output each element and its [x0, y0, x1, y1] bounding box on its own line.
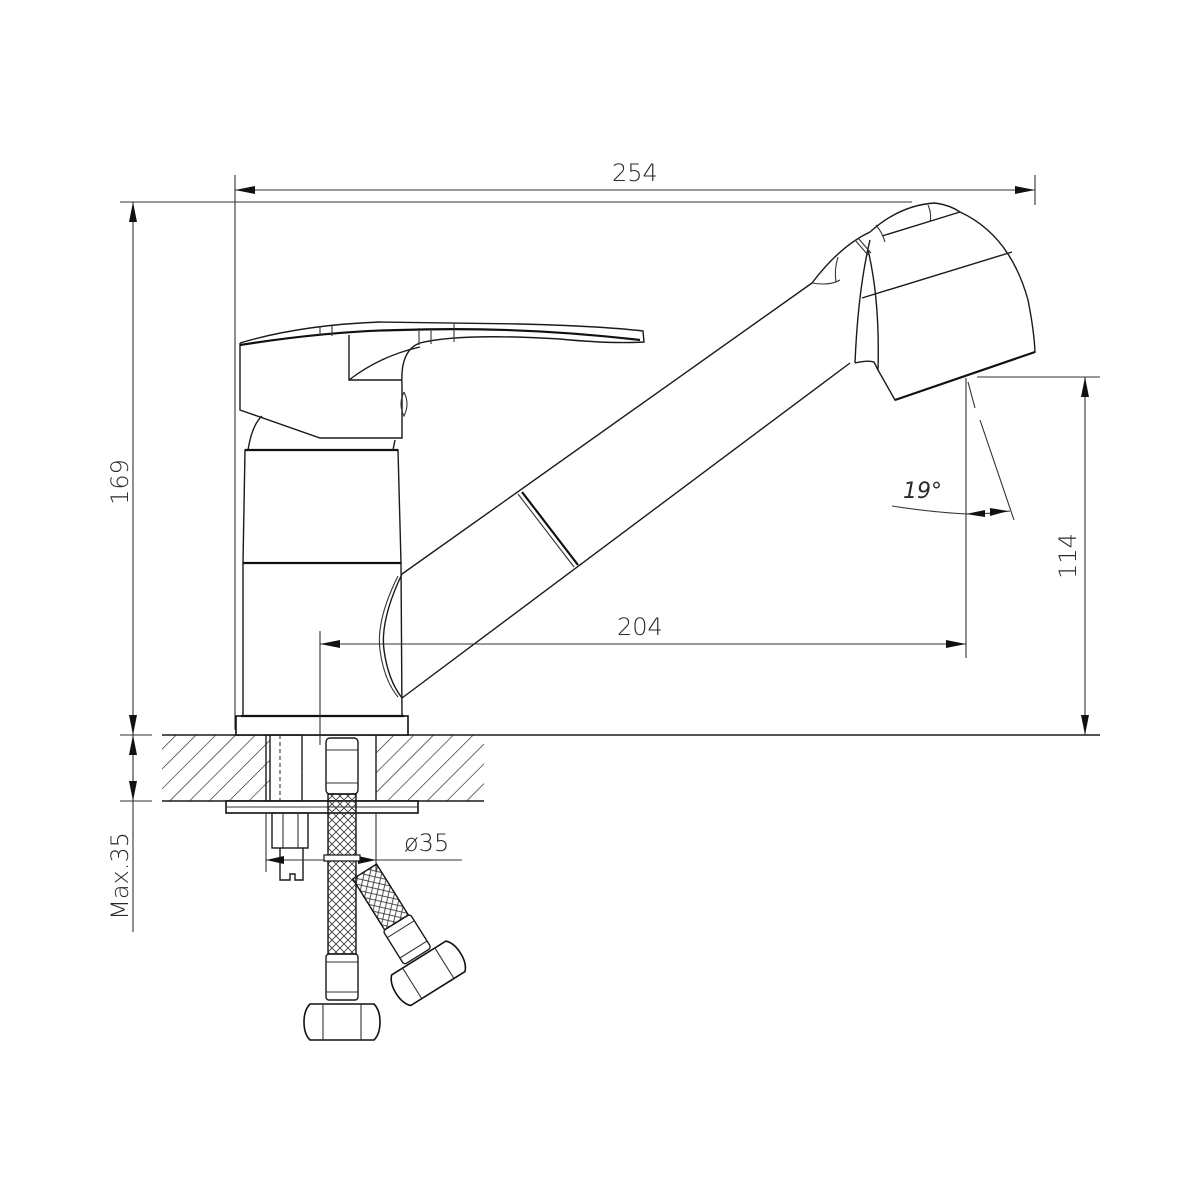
- height-label: 169: [106, 459, 134, 505]
- angle-label: 19°: [903, 479, 942, 504]
- countertop: [162, 734, 1100, 802]
- spray-head: [811, 202, 1036, 402]
- dimension-spray-angle: 19°: [891, 378, 1015, 658]
- diameter-label: ø35: [404, 829, 449, 857]
- dimension-overall-height: 169: [106, 202, 137, 735]
- dimension-overall-width: 254: [234, 159, 1036, 730]
- max-thickness-label: Max.35: [106, 832, 134, 920]
- spout: [378, 282, 851, 699]
- water-hose-angled: [351, 863, 467, 1007]
- width-label: 254: [612, 159, 658, 187]
- lever-handle: [239, 321, 645, 439]
- outlet-height-label: 114: [1054, 533, 1082, 579]
- reach-label: 204: [617, 613, 663, 641]
- mounting-hardware: [225, 734, 419, 881]
- dimension-hole-diameter: ø35: [265, 813, 462, 872]
- faucet-body: [235, 415, 409, 736]
- dimension-outlet-height: 114: [977, 376, 1100, 735]
- dimension-spout-reach: 204: [319, 613, 966, 745]
- dimension-counter-thickness: Max.35: [106, 734, 152, 932]
- water-hose-straight: [303, 737, 381, 1041]
